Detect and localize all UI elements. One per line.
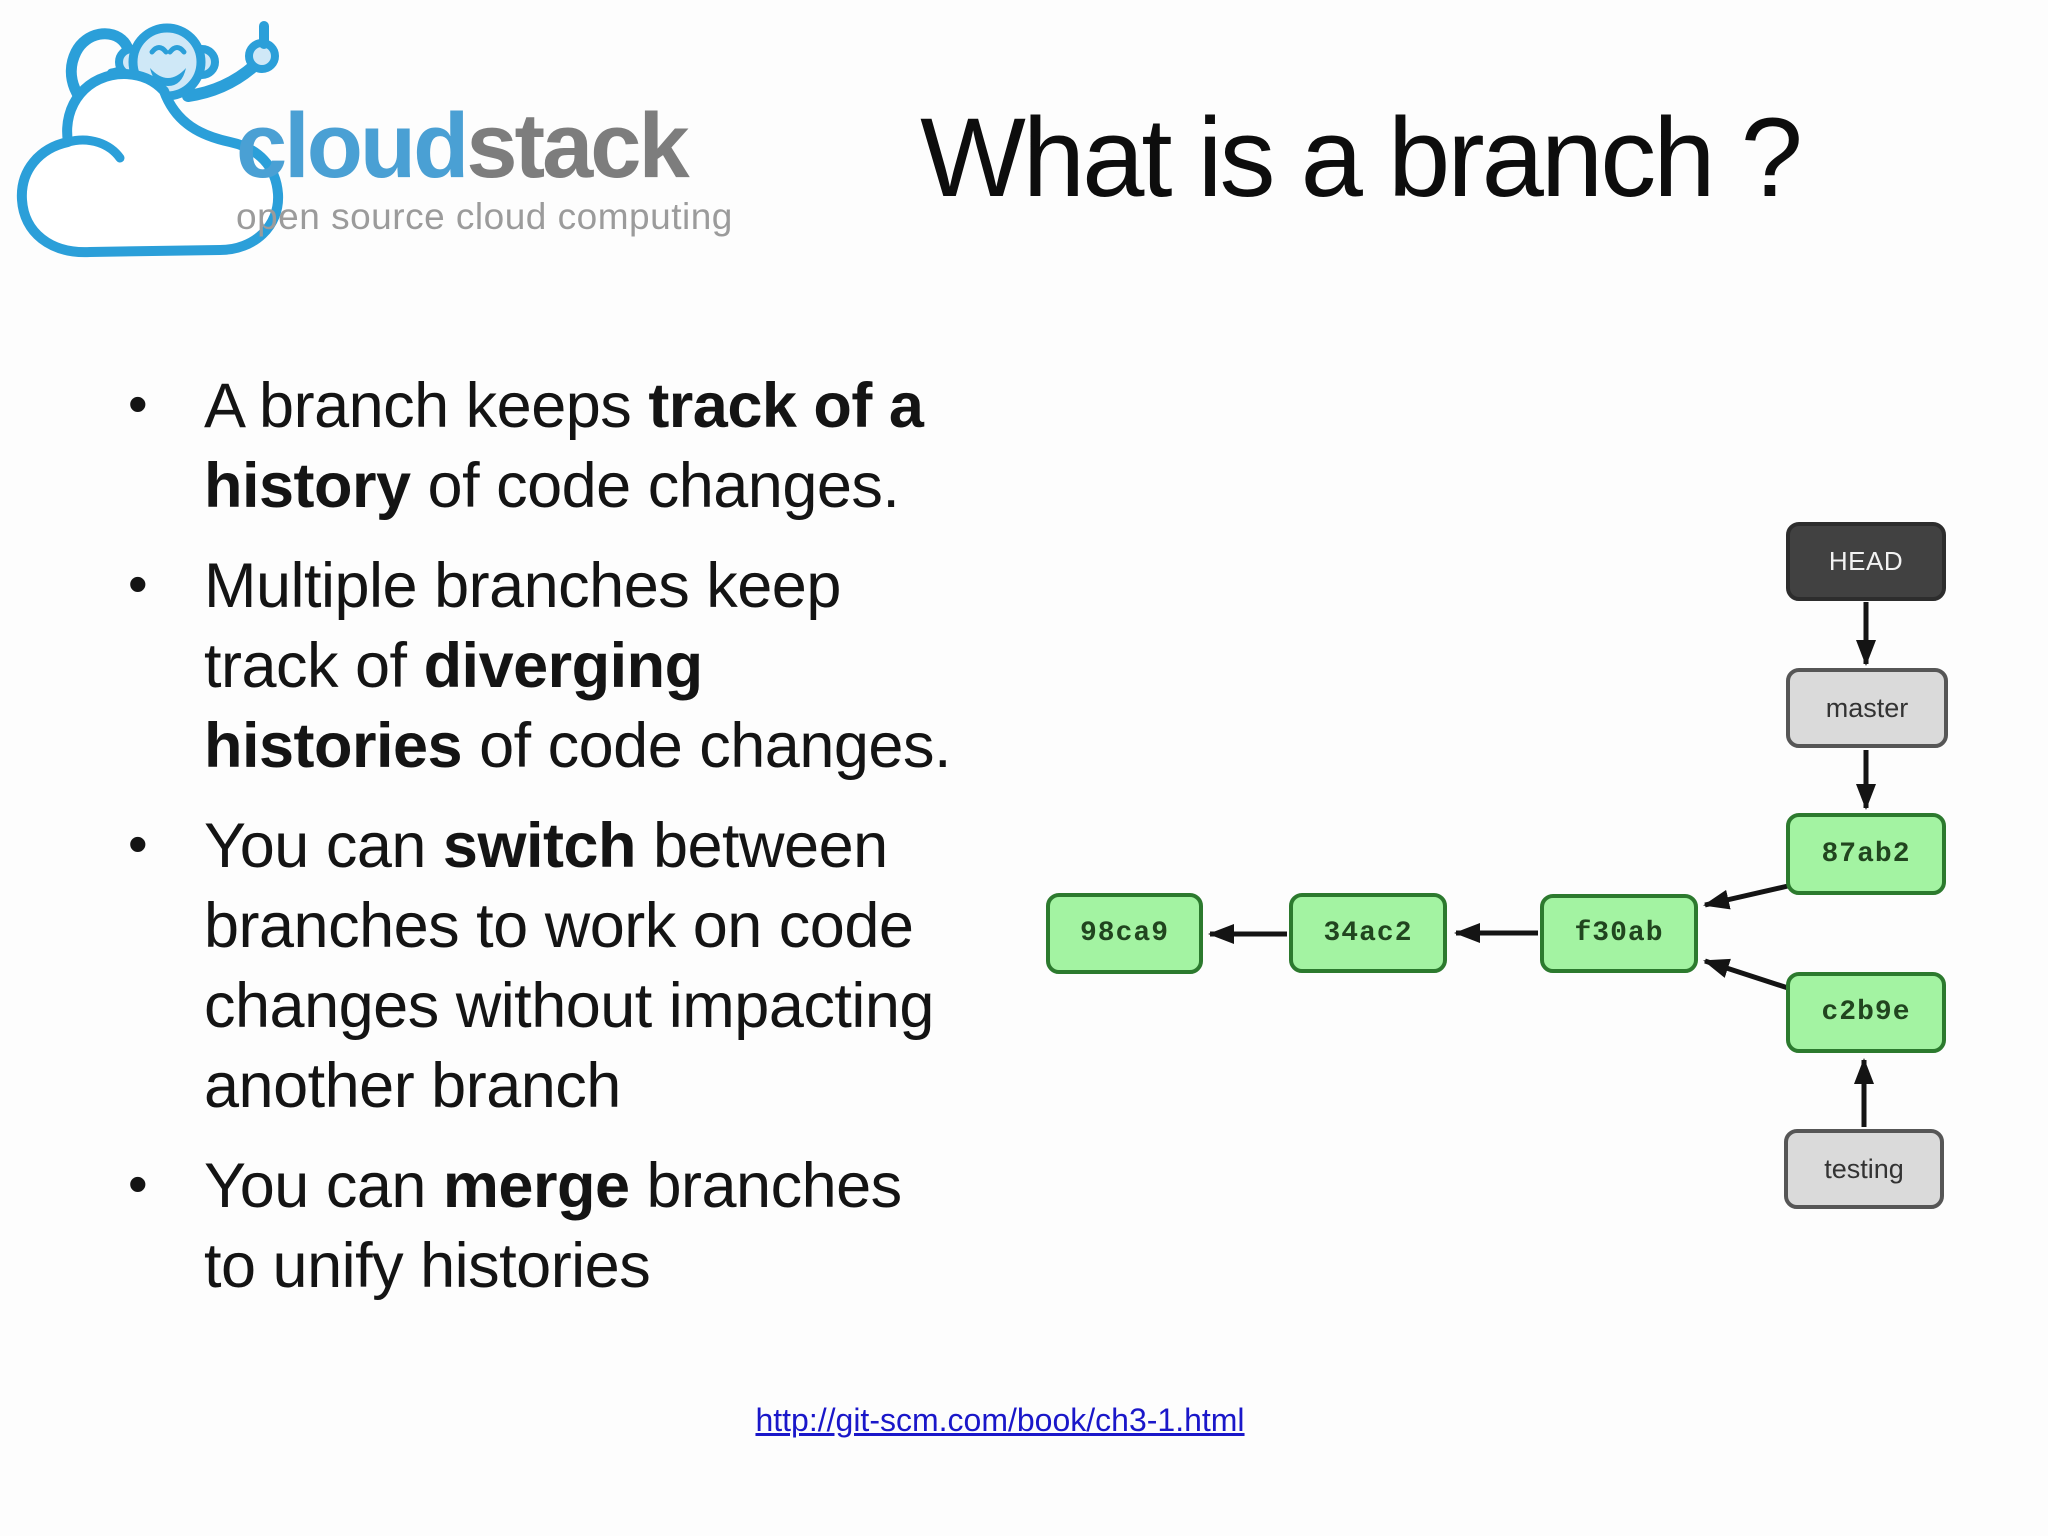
node-testing: testing — [1784, 1129, 1944, 1209]
bullet-list: A branch keeps track of a history of cod… — [128, 364, 958, 1326]
node-label: HEAD — [1828, 546, 1904, 576]
bullet-item: You can switch between branches to work … — [128, 804, 958, 1126]
arrow-c2b9e-to-f30ab — [1703, 958, 1789, 991]
bullet-text: Multiple branches keep track of — [204, 551, 841, 701]
node-commit-87ab2: 87ab2 — [1786, 813, 1946, 895]
bullet-text: between branches to work on code changes… — [204, 811, 934, 1121]
arrow-87ab2-to-f30ab — [1703, 883, 1789, 910]
node-commit-f30ab: f30ab — [1540, 894, 1698, 973]
brand-tagline: open source cloud computing — [236, 196, 733, 237]
bullet-item: A branch keeps track of a history of cod… — [128, 364, 958, 526]
bullet-text-bold: merge — [442, 1151, 630, 1221]
bullet-text-bold: track of a history — [204, 371, 924, 521]
node-label: f30ab — [1574, 918, 1664, 949]
bullet-text-bold: diverging histories — [204, 631, 703, 781]
brand-stack: stack — [466, 95, 689, 197]
bullet-item: You can merge branches to unify historie… — [128, 1144, 958, 1306]
bullet-text: branches to unify histories — [204, 1151, 902, 1301]
node-head: HEAD — [1786, 522, 1946, 601]
bullet-text: A branch keeps — [204, 371, 649, 441]
node-master: master — [1786, 668, 1948, 748]
brand-name: cloudstack — [236, 100, 733, 192]
cloudstack-wordmark: cloudstack open source cloud computing — [236, 100, 733, 238]
node-label: master — [1825, 692, 1909, 723]
bullet-item: Multiple branches keep track of divergin… — [128, 544, 958, 786]
node-commit-c2b9e: c2b9e — [1786, 972, 1946, 1053]
bullet-text: You can — [204, 1151, 443, 1221]
node-commit-98ca9: 98ca9 — [1046, 893, 1203, 974]
cloudstack-monkey-icon — [16, 21, 284, 258]
node-label: 34ac2 — [1323, 917, 1413, 949]
node-label: testing — [1824, 1153, 1904, 1184]
bullet-text-bold: switch — [442, 811, 637, 881]
bullet-text: You can — [204, 811, 443, 881]
node-label: c2b9e — [1821, 997, 1911, 1028]
node-label: 87ab2 — [1821, 838, 1911, 870]
bullet-text: of code changes. — [410, 451, 900, 521]
node-commit-34ac2: 34ac2 — [1289, 893, 1447, 973]
node-label: 98ca9 — [1079, 918, 1169, 949]
page-title: What is a branch ? — [920, 95, 1803, 220]
source-link-container: http://git-scm.com/book/ch3-1.html — [600, 1402, 1400, 1439]
bullet-text: of code changes. — [462, 711, 951, 781]
brand-cloud: cloud — [236, 95, 469, 197]
cloudstack-logo: cloudstack open source cloud computing — [6, 4, 732, 264]
source-link[interactable]: http://git-scm.com/book/ch3-1.html — [755, 1402, 1245, 1438]
